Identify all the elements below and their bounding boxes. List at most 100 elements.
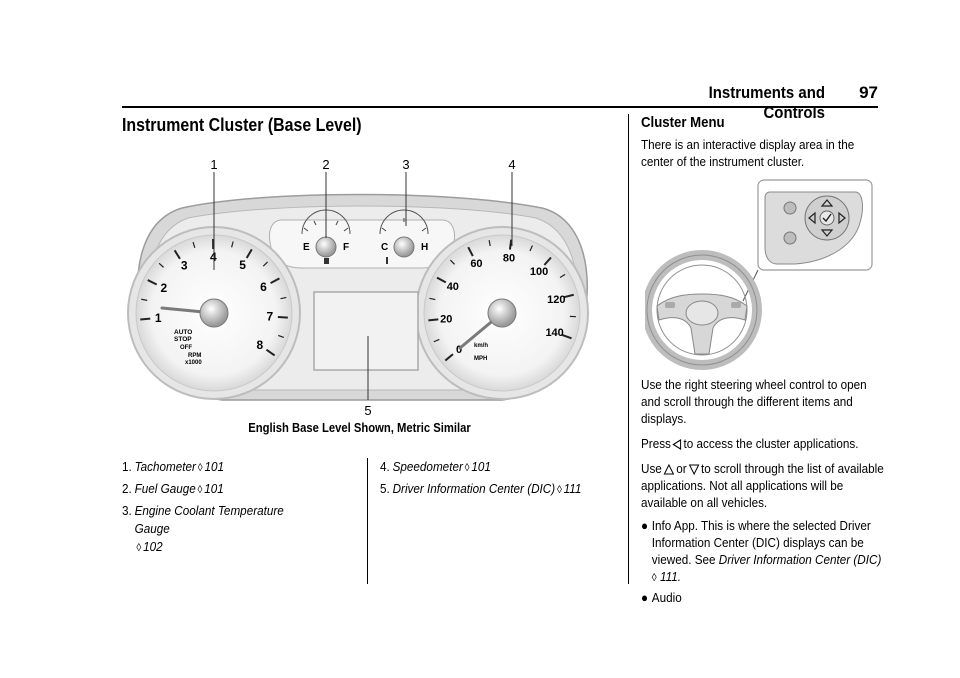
list-item: 1. Tachometer◊101 [122,458,338,477]
speed-tick [559,273,566,279]
callout-4: 4 [508,157,515,172]
speed-label: 60 [470,258,482,270]
page-ref-icon: ◊ [651,572,657,584]
list-item-page: 102 [143,539,163,554]
speed-tick [561,333,572,340]
speed-tick [436,276,447,284]
tach-label: 5 [239,258,246,272]
auto-stop-label-line1: AUTO [174,329,192,336]
speed-tick [467,246,474,257]
press-text: Press [641,436,671,451]
up-arrow-icon [663,464,675,475]
tach-tick [245,248,253,259]
speed-tick [563,293,574,299]
up-arrow-icon [820,199,834,207]
speed-label: 100 [530,266,548,278]
tach-label: 7 [267,309,274,323]
callout-5: 5 [364,403,371,418]
speed-label: 80 [503,252,515,264]
list-item-label: Engine Coolant Temperature Gauge [134,503,284,536]
speed-label: 140 [545,327,563,339]
voice-button-icon [783,201,797,215]
intro-text: There is an interactive display area in … [641,137,855,169]
list-item-number: 4. [380,459,390,474]
tach-label: 8 [257,338,264,352]
usage-paragraph: Use the right steering wheel control to … [641,377,867,426]
page-ref-icon: ◊ [136,542,142,554]
tach-tick [192,241,196,248]
list-item-number: 5. [380,481,390,496]
right-arrow-icon [838,211,846,225]
tach-label: 1 [155,311,162,325]
fuel-empty-label: E [303,242,310,253]
list-item-page: 101 [204,459,224,474]
callout-list-col2: 4. Speedometer◊101 5. Driver Information… [380,458,596,502]
dic-display [313,291,419,371]
tach-tick [158,262,164,268]
cluster-menu-title: Cluster Menu [641,114,725,131]
speed-tick [508,239,513,250]
page-ref-icon: ◊ [197,462,203,474]
fuel-pump-icon [324,258,329,264]
callout-list-col1: 1. Tachometer◊101 2. Fuel Gauge◊101 3. E… [122,458,338,560]
page-number: 97 [859,83,878,102]
rpm-multiplier-label: x1000 [185,360,202,366]
speed-label: 40 [447,281,459,293]
header-rule [122,106,878,108]
list-item-number: 3. [122,503,132,518]
tach-tick [280,296,287,300]
callout-3: 3 [402,157,409,172]
speed-tick [444,353,454,362]
off-label: OFF [180,345,192,351]
tach-label: 3 [181,259,188,273]
tach-tick [262,261,269,267]
callout-1: 1 [210,157,217,172]
dic-ref: Driver Information Center (DIC) [718,552,882,567]
list-item: ● Audio [641,589,884,606]
speed-label: 120 [547,294,565,306]
list-item-label: Fuel Gauge [134,481,196,496]
list-item-label: Tachometer [134,459,196,474]
list-item: 4. Speedometer◊101 [380,458,596,477]
page-ref-icon: ◊ [464,462,470,474]
figure-caption: English Base Level Shown, Metric Similar [248,421,471,435]
kmh-label: km/h [474,343,488,349]
speed-tick [529,245,533,252]
phone-button-icon [783,231,797,245]
speed-tick [543,256,552,266]
list-item-page: 111 [563,481,582,496]
list-item: 2. Fuel Gauge◊101 [122,480,338,499]
or-text: or [676,461,687,476]
list-item: 5. Driver Information Center (DIC)◊111 [380,480,596,499]
tach-tick [140,317,151,321]
press-text-end: to access the cluster applications. [683,436,859,451]
cluster-menu-body: Use the right steering wheel control to … [641,376,884,606]
tach-tick [270,277,280,284]
tach-tick [147,279,158,286]
tach-tick [277,334,285,339]
coolant-temp-gauge: C H [379,209,429,264]
speed-tick [428,318,439,322]
steering-wheel-figure [645,179,873,370]
speed-tick [429,297,436,301]
steering-wheel [645,250,762,370]
temp-cold-label: C [381,242,388,253]
fuel-full-label: F [343,242,349,253]
list-column-divider [367,458,368,584]
rpm-label: RPM [188,353,201,359]
list-item-page: 101 [471,459,491,474]
page-ref-icon: ◊ [556,484,562,496]
speed-label: 0 [456,344,462,356]
mph-label: MPH [474,356,487,362]
page-ref-icon: ◊ [197,484,203,496]
auto-stop-label-line2: STOP [174,336,192,343]
column-divider [628,114,629,584]
press-paragraph: Press to access the cluster applications. [641,435,884,452]
list-item-number: 2. [122,481,132,496]
tach-tick [173,249,181,260]
list-item-page: 101 [204,481,224,496]
tach-label: 4 [210,250,217,264]
